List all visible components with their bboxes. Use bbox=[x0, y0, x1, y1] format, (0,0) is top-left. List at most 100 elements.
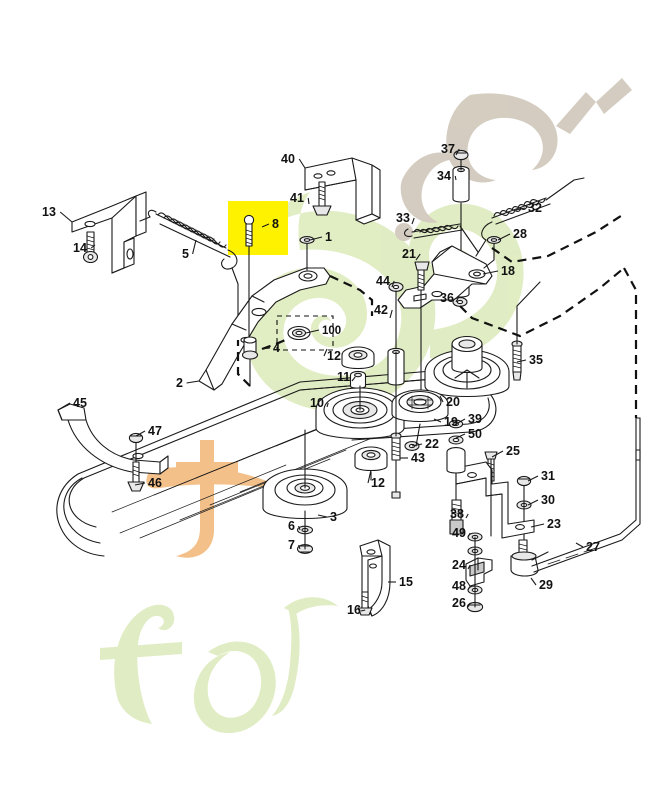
callout-number: 2 bbox=[176, 376, 183, 390]
callout-39[interactable]: 39 bbox=[455, 412, 482, 426]
callout-3[interactable]: 3 bbox=[317, 510, 337, 524]
callout-29[interactable]: 29 bbox=[530, 577, 553, 592]
part-arm-2[interactable] bbox=[198, 267, 331, 391]
callout-21[interactable]: 21 bbox=[402, 247, 421, 261]
callout-47[interactable]: 47 bbox=[135, 424, 162, 438]
callout-5[interactable]: 5 bbox=[182, 239, 197, 261]
callout-12[interactable]: 12 bbox=[367, 469, 385, 490]
callout-leader bbox=[527, 475, 539, 482]
part-screw-35[interactable] bbox=[511, 281, 541, 381]
callout-1[interactable]: 1 bbox=[309, 230, 332, 244]
part-nut-47[interactable] bbox=[128, 432, 144, 444]
callout-48[interactable]: 48 bbox=[452, 579, 471, 593]
callout-23[interactable]: 23 bbox=[530, 517, 561, 531]
callout-31[interactable]: 31 bbox=[527, 469, 555, 483]
callout-33[interactable]: 33 bbox=[396, 211, 415, 225]
callout-leader bbox=[455, 418, 466, 425]
callout-37[interactable]: 37 bbox=[441, 142, 460, 156]
callout-40[interactable]: 40 bbox=[281, 152, 306, 169]
part-pin-38[interactable] bbox=[446, 447, 466, 535]
callout-8[interactable]: 8 bbox=[261, 217, 279, 231]
callout-50[interactable]: 50 bbox=[455, 427, 482, 441]
part-bolt-14[interactable] bbox=[82, 231, 99, 264]
part-washer-1[interactable] bbox=[299, 236, 315, 271]
part-spring-32[interactable] bbox=[475, 177, 585, 257]
callout-leader bbox=[298, 158, 306, 169]
part-bolt-8[interactable] bbox=[243, 214, 255, 341]
callout-36[interactable]: 36 bbox=[440, 291, 459, 305]
part-bearing-100[interactable] bbox=[287, 325, 311, 341]
callout-38[interactable]: 38 bbox=[450, 507, 469, 521]
callout-number: 28 bbox=[513, 227, 527, 241]
callout-2[interactable]: 2 bbox=[176, 376, 200, 390]
callout-22[interactable]: 22 bbox=[411, 437, 439, 451]
part-bracket-23[interactable] bbox=[455, 461, 535, 539]
callout-18[interactable]: 18 bbox=[482, 264, 515, 278]
callout-34[interactable]: 34 bbox=[437, 169, 457, 183]
part-bracket-13[interactable] bbox=[71, 191, 147, 274]
part-washer-50[interactable] bbox=[448, 435, 464, 445]
callout-24[interactable]: 24 bbox=[452, 558, 471, 572]
domain-com-watermark bbox=[395, 78, 632, 241]
callout-leader bbox=[530, 523, 545, 528]
part-joint-29[interactable] bbox=[510, 539, 549, 577]
part-bearing-12-lower[interactable] bbox=[354, 446, 388, 481]
callout-leader bbox=[467, 532, 471, 538]
part-bolt-43[interactable] bbox=[390, 351, 402, 499]
callout-100[interactable]: 100 bbox=[305, 325, 341, 337]
callout-41[interactable]: 41 bbox=[290, 191, 310, 205]
part-spring-33[interactable] bbox=[403, 223, 479, 253]
callout-42[interactable]: 42 bbox=[374, 303, 393, 319]
callout-28[interactable]: 28 bbox=[497, 227, 527, 241]
callout-leader bbox=[186, 380, 200, 384]
part-clamp-24[interactable] bbox=[465, 557, 493, 587]
part-spring-5[interactable] bbox=[139, 209, 239, 341]
callout-45[interactable]: 45 bbox=[57, 396, 87, 411]
part-pulley-3[interactable] bbox=[262, 429, 348, 519]
callout-number: 45 bbox=[73, 396, 87, 410]
part-washer-36[interactable] bbox=[452, 297, 468, 307]
callout-16[interactable]: 16 bbox=[347, 603, 366, 617]
callout-leader bbox=[497, 233, 511, 241]
callout-leader bbox=[298, 544, 301, 550]
part-pulley-19[interactable] bbox=[391, 389, 449, 422]
callout-leader bbox=[298, 525, 301, 531]
part-guard-45[interactable] bbox=[57, 403, 169, 475]
part-pulley-20[interactable] bbox=[424, 335, 510, 397]
selected-part-highlight[interactable] bbox=[228, 201, 288, 255]
callout-35[interactable]: 35 bbox=[516, 353, 543, 367]
callout-27[interactable]: 27 bbox=[575, 540, 600, 554]
callout-number: 3 bbox=[330, 510, 337, 524]
part-pulley-10[interactable] bbox=[315, 385, 405, 439]
callout-7[interactable]: 7 bbox=[288, 538, 301, 552]
callout-43[interactable]: 43 bbox=[400, 451, 425, 465]
part-nut-4[interactable] bbox=[241, 336, 259, 387]
callout-49[interactable]: 49 bbox=[452, 526, 471, 540]
callout-number: 34 bbox=[437, 169, 451, 183]
part-rod-27[interactable] bbox=[531, 417, 641, 573]
callout-44[interactable]: 44 bbox=[376, 274, 395, 288]
part-screw-16[interactable] bbox=[357, 591, 373, 616]
callout-13[interactable]: 13 bbox=[42, 205, 73, 223]
callout-14[interactable]: 14 bbox=[73, 241, 96, 255]
callout-32[interactable]: 32 bbox=[515, 201, 542, 215]
callout-30[interactable]: 30 bbox=[527, 493, 555, 507]
callout-11[interactable]: 11 bbox=[337, 370, 356, 384]
callout-10[interactable]: 10 bbox=[310, 396, 329, 410]
part-bearing-12-upper[interactable] bbox=[341, 346, 375, 370]
callout-25[interactable]: 25 bbox=[491, 444, 520, 458]
part-screw-41[interactable] bbox=[312, 181, 332, 216]
callout-number: 26 bbox=[452, 596, 466, 610]
callout-15[interactable]: 15 bbox=[388, 575, 413, 589]
part-bracket-40[interactable] bbox=[304, 157, 381, 225]
part-spacer-34[interactable] bbox=[452, 165, 470, 203]
callout-number: 19 bbox=[444, 415, 458, 429]
callout-6[interactable]: 6 bbox=[288, 519, 301, 533]
callout-4[interactable]: 4 bbox=[261, 341, 280, 355]
part-washer-28[interactable] bbox=[483, 236, 502, 269]
callout-26[interactable]: 26 bbox=[452, 596, 471, 610]
callout-19[interactable]: 19 bbox=[433, 415, 458, 429]
callout-20[interactable]: 20 bbox=[439, 395, 460, 409]
callout-46[interactable]: 46 bbox=[134, 476, 162, 490]
callout-12[interactable]: 12 bbox=[323, 348, 341, 363]
